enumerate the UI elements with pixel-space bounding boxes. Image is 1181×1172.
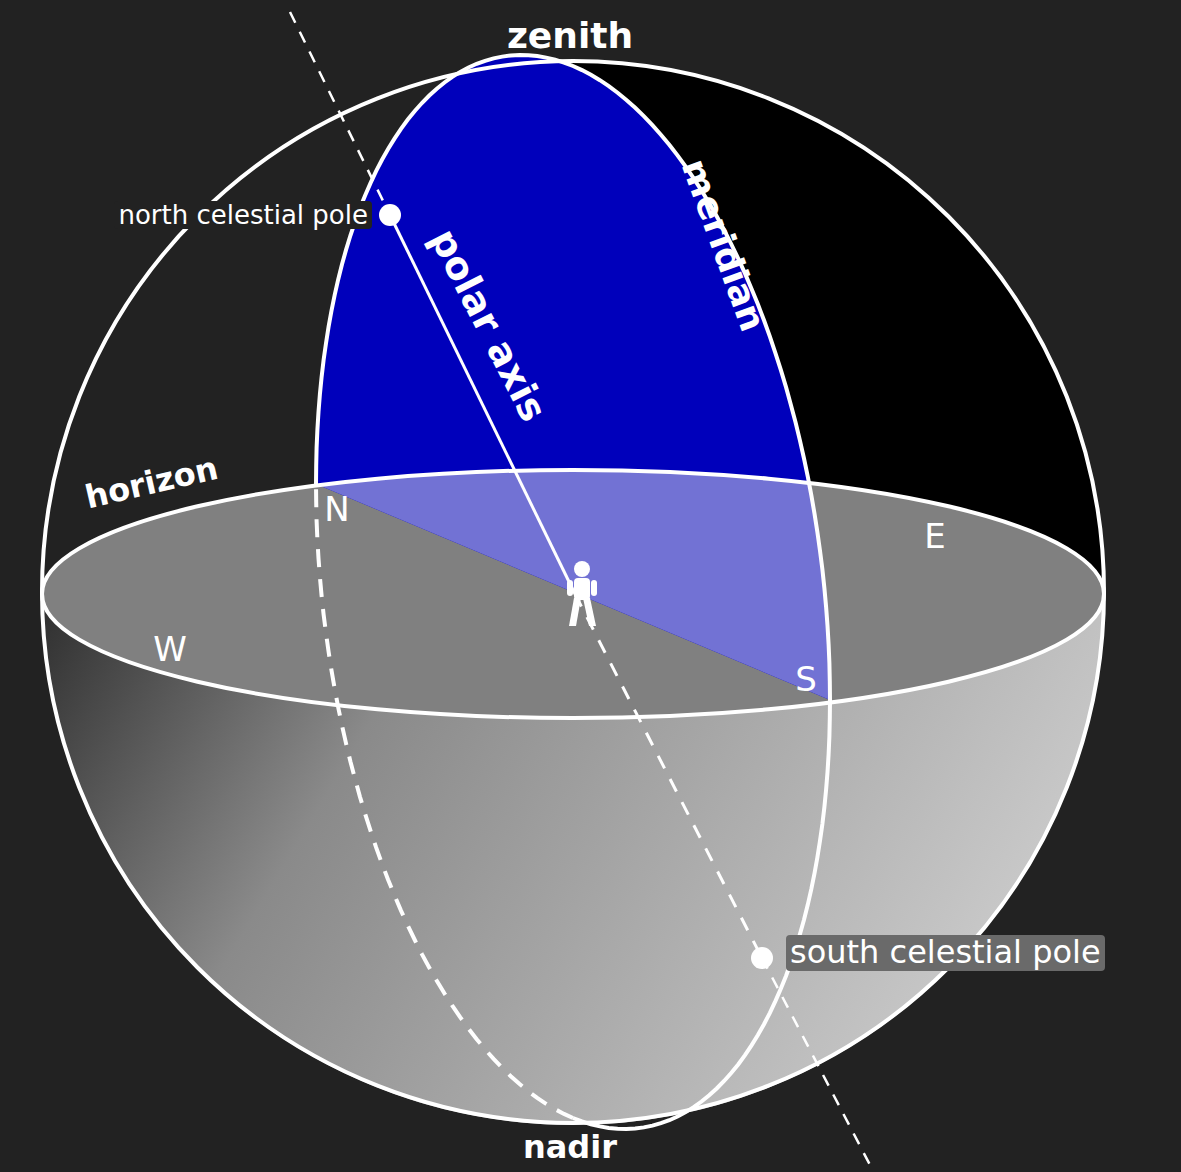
axis-extension [290,12,390,215]
pole-dot [751,947,773,969]
observer-figure [567,561,597,626]
meridian-plane-lower [316,55,830,700]
nadir-label: nadir [519,1130,621,1165]
direction-label: S [791,661,821,698]
pole-dot [379,204,401,226]
polar-axis-line [390,215,575,594]
sphere-outline [42,61,1104,1123]
direction-label: N [320,491,353,528]
direction-label: W [149,631,191,668]
meridian-line [573,700,830,1129]
meridian-line-hidden [316,484,573,1118]
zenith-label: zenith [503,16,637,56]
horizon-line [42,470,1104,718]
pole-label: south celestial pole [786,935,1105,970]
polar-axis-hidden [575,594,762,958]
meridian-plane [316,55,830,700]
meridian-line [316,55,830,700]
axis-extension [762,958,870,1165]
pole-label: north celestial pole [114,201,372,230]
direction-label: E [920,518,949,555]
